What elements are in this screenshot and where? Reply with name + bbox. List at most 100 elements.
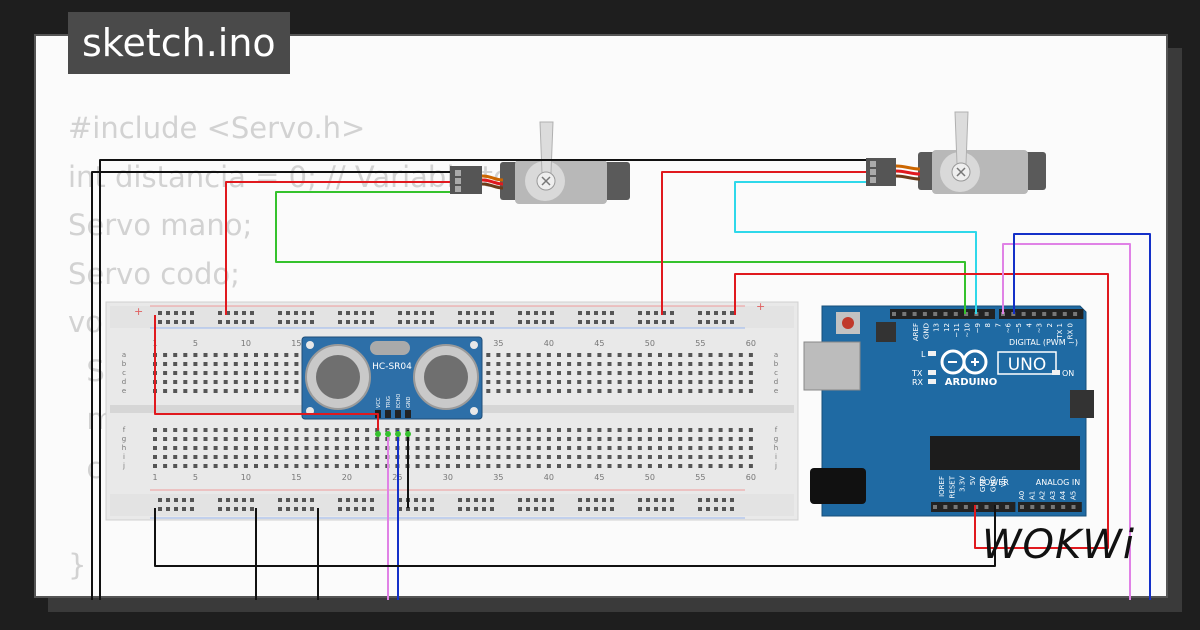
header-pin[interactable] <box>953 505 958 509</box>
row-letter: g <box>122 435 126 443</box>
header-pin[interactable] <box>994 505 999 509</box>
column-number: 10 <box>241 473 251 482</box>
header-pin[interactable] <box>953 312 958 316</box>
column-number: 15 <box>291 339 301 348</box>
pin-label: A0 <box>1018 491 1026 500</box>
arduino-logo-icon <box>940 349 988 375</box>
header-pin[interactable] <box>943 312 948 316</box>
header-pin[interactable] <box>1071 505 1076 509</box>
column-number: 5 <box>193 473 198 482</box>
led-l-label: L <box>921 350 926 359</box>
header-pin[interactable] <box>974 505 979 509</box>
header-pin[interactable] <box>984 505 989 509</box>
wires <box>91 159 1151 600</box>
row-letter: j <box>774 462 777 470</box>
header-pin[interactable] <box>1031 312 1036 316</box>
code-line: } <box>68 547 87 582</box>
header-pin[interactable] <box>1021 312 1026 316</box>
header-pin[interactable] <box>902 312 907 316</box>
header-pin[interactable] <box>1062 312 1067 316</box>
header-pin[interactable] <box>1042 312 1047 316</box>
column-number: 10 <box>241 339 251 348</box>
column-number: 1 <box>152 473 157 482</box>
header-pin[interactable] <box>912 312 917 316</box>
file-tab[interactable]: sketch.ino <box>68 12 290 74</box>
pin-label: 2 <box>1046 323 1054 327</box>
column-number: 55 <box>695 339 705 348</box>
header-pin[interactable] <box>984 312 989 316</box>
pin-label: ~5 <box>1015 323 1023 333</box>
header-pin[interactable] <box>1052 312 1057 316</box>
header-pin[interactable] <box>933 505 937 509</box>
sensor-pin[interactable] <box>405 410 411 418</box>
pin-label: ~9 <box>974 323 982 333</box>
microcontroller-chip <box>930 436 1080 470</box>
code-line: vo <box>68 305 103 339</box>
code-line: #include <Servo.h> <box>68 111 366 145</box>
column-number: 45 <box>594 473 604 482</box>
sensor-pin-label: TRIG <box>386 396 392 409</box>
sensor-pin[interactable] <box>385 410 391 418</box>
column-number: 20 <box>342 473 352 482</box>
row-letter: c <box>122 369 126 377</box>
row-letter: b <box>774 360 779 368</box>
header-pin[interactable] <box>1020 505 1024 509</box>
sensor-mesh <box>316 355 360 399</box>
servo-motor-2[interactable] <box>866 111 1046 194</box>
board-model-label: UNO <box>1008 355 1047 375</box>
sensor-pin[interactable] <box>395 410 401 418</box>
row-letter: e <box>122 387 126 395</box>
row-letter: b <box>122 360 127 368</box>
led-rx-label: RX <box>912 378 924 387</box>
sensor-pin-label: VCC <box>376 397 382 408</box>
led-on-label: ON <box>1062 369 1074 378</box>
rail-plus-label: + <box>756 300 765 313</box>
header-pin[interactable] <box>943 505 948 509</box>
wokwi-logo: WOKWi <box>982 522 1135 568</box>
sensor-mesh <box>424 355 468 399</box>
row-letter: h <box>122 444 126 452</box>
board-brand-label: ARDUINO <box>945 377 997 388</box>
header-pin[interactable] <box>1073 312 1078 316</box>
reset-button[interactable] <box>842 317 854 329</box>
header-pin[interactable] <box>964 312 969 316</box>
column-number: 45 <box>594 339 604 348</box>
header-pin[interactable] <box>1061 505 1066 509</box>
header-pin[interactable] <box>933 312 938 316</box>
row-letter: a <box>122 351 126 359</box>
row-letter: a <box>774 351 778 359</box>
pin-label: TX 1 <box>1056 323 1064 340</box>
servo-motor-1[interactable] <box>450 121 630 204</box>
column-number: 55 <box>695 473 705 482</box>
row-letter: e <box>774 387 778 395</box>
header-pin[interactable] <box>1030 505 1035 509</box>
row-letter: h <box>774 444 778 452</box>
header-pin[interactable] <box>963 505 968 509</box>
column-number: 35 <box>493 339 503 348</box>
pin-label: 3.3V <box>959 476 967 492</box>
column-number: 30 <box>443 473 453 482</box>
header-pin[interactable] <box>1050 505 1055 509</box>
pin-label: 4 <box>1025 322 1033 327</box>
row-letter: d <box>122 378 126 386</box>
header-pin[interactable] <box>892 312 896 316</box>
pin-label: RESET <box>948 475 956 498</box>
pin-label: GND <box>922 323 930 339</box>
analog-header-label: ANALOG IN <box>1036 478 1081 487</box>
row-letter: i <box>775 453 777 461</box>
pin-label: 7 <box>994 323 1002 327</box>
column-number: 5 <box>193 339 198 348</box>
row-letter: i <box>123 453 125 461</box>
pin-label: ~11 <box>953 323 961 338</box>
pin-label: 13 <box>933 323 941 332</box>
header-pin[interactable] <box>1005 505 1010 509</box>
rail-plus-label: + <box>134 305 143 318</box>
header-pin[interactable] <box>1040 505 1045 509</box>
row-letter: f <box>775 426 778 434</box>
column-number: 50 <box>645 339 655 348</box>
column-number: 15 <box>291 473 301 482</box>
header-pin[interactable] <box>922 312 927 316</box>
column-number: 60 <box>746 339 756 348</box>
